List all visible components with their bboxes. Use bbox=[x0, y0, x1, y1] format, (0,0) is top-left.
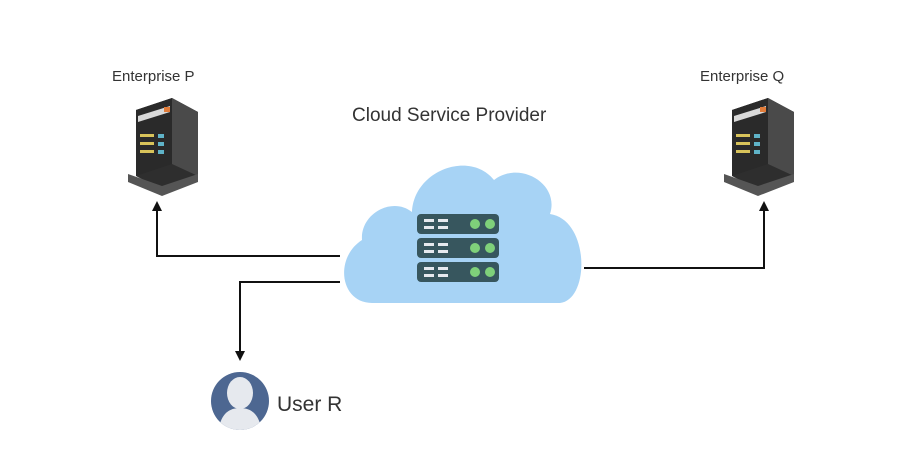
enterprise-p-label: Enterprise P bbox=[112, 68, 195, 85]
edge-cloud-to-enterprise-q bbox=[584, 201, 769, 269]
edge-cloud-to-user-r bbox=[235, 281, 340, 361]
user-avatar-icon bbox=[211, 372, 269, 430]
server-rack-icon bbox=[724, 98, 794, 196]
server-rack-icon bbox=[128, 98, 198, 196]
cloud-icon bbox=[344, 165, 582, 303]
cloud-provider-title: Cloud Service Provider bbox=[352, 105, 547, 126]
cloud-server-stack-icon bbox=[417, 214, 499, 282]
enterprise-q-label: Enterprise Q bbox=[700, 68, 785, 85]
edge-cloud-to-enterprise-p bbox=[152, 201, 340, 257]
user-r-label: User R bbox=[277, 393, 343, 416]
